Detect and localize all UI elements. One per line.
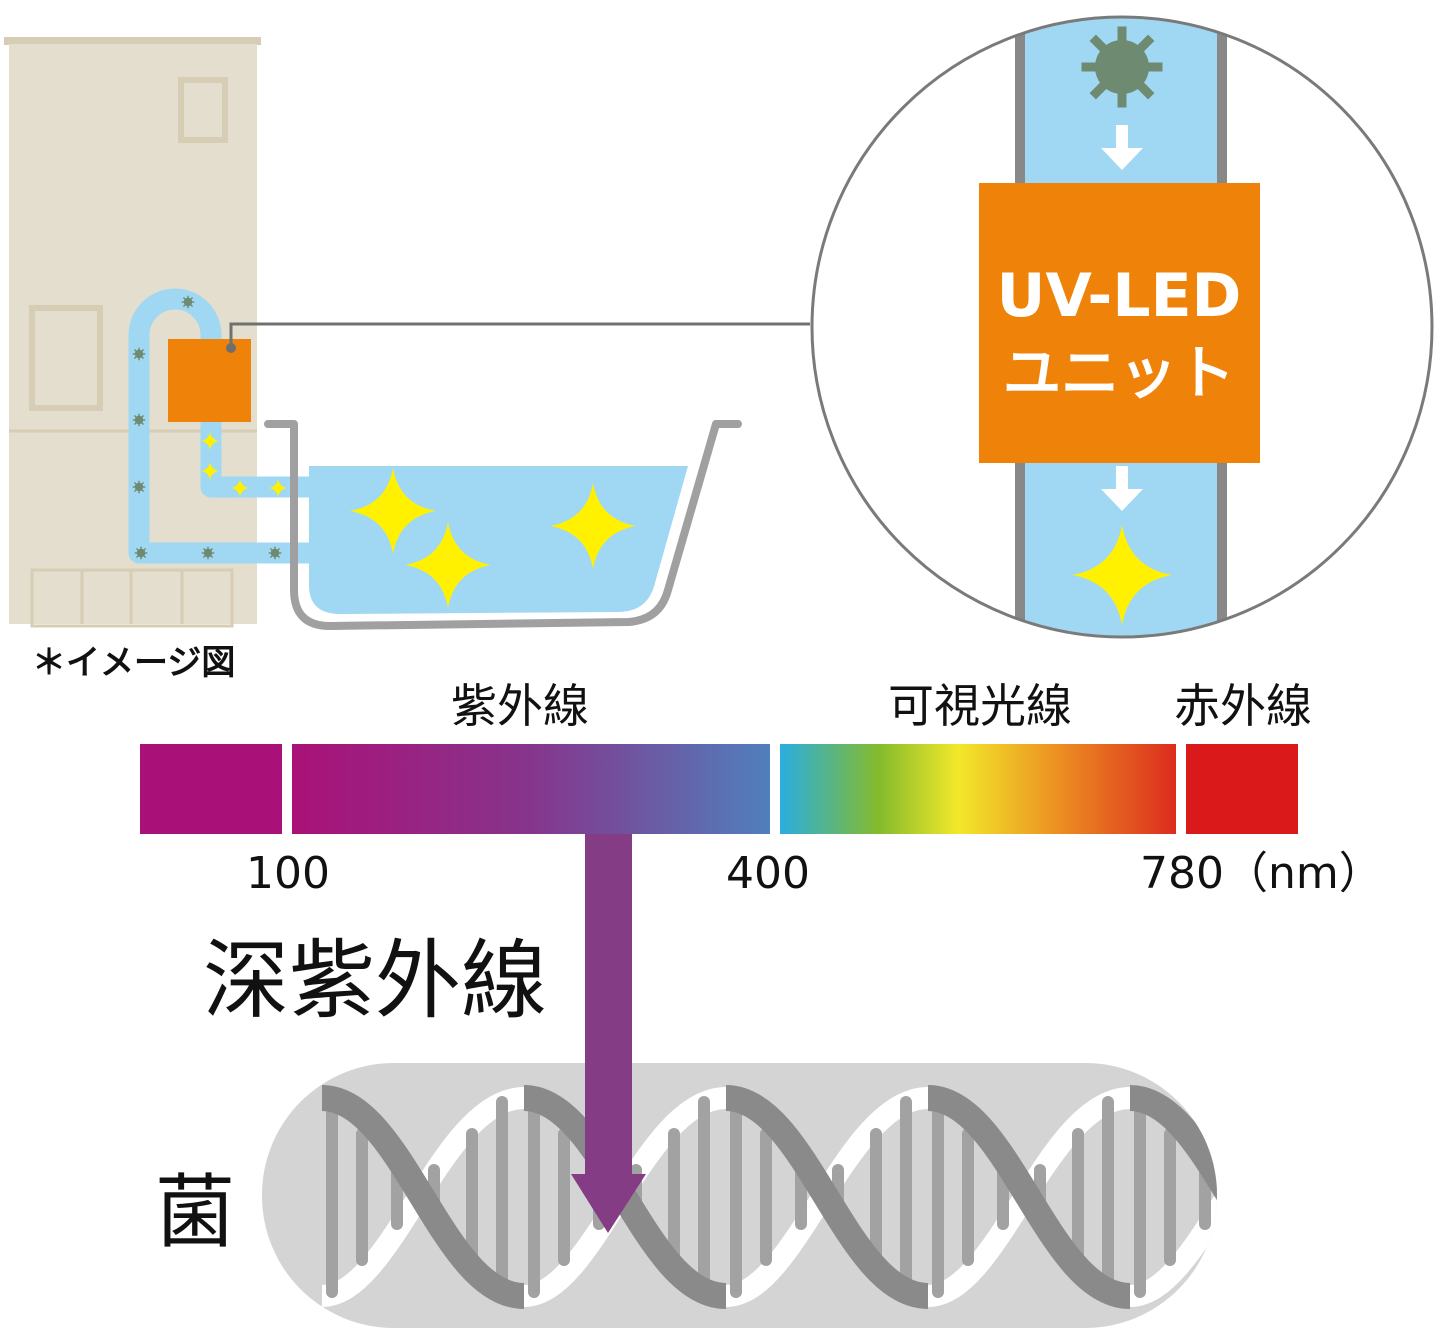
house-base-panels <box>30 568 234 628</box>
uv-led-unit-small <box>168 339 251 422</box>
dna-front-strand <box>926 1085 1132 1309</box>
spectrum-segment-uv <box>292 744 770 834</box>
dna-double-helix <box>320 1085 1217 1309</box>
dna-front-strand <box>1128 1085 1217 1309</box>
band-label-visible: 可視光線 <box>888 679 1072 733</box>
tick-label-400: 400 <box>726 848 810 899</box>
arrow-down-icon <box>1101 125 1143 511</box>
magnified-view: UV-LED ユニット <box>810 15 1434 639</box>
germ-icon <box>1082 27 1163 108</box>
uv-led-unit-label-line1: UV-LED <box>997 261 1242 331</box>
image-caption: ＊イメージ図 <box>32 643 235 683</box>
spectrum-bar <box>140 744 1298 834</box>
house-window-left <box>29 305 103 411</box>
band-label-infrared: 赤外線 <box>1174 679 1312 733</box>
deep-uv-label: 深紫外線 <box>203 931 547 1031</box>
deep-uv-arrow <box>571 834 646 1233</box>
spectrum-segment-infrared <box>1186 744 1298 834</box>
tick-label-780: 780（nm） <box>1140 848 1383 899</box>
house-window-top <box>178 77 228 143</box>
dna-front-strand <box>724 1085 930 1309</box>
bacteria-label: 菌 <box>155 1166 235 1259</box>
bacteria-illustration <box>262 1063 1217 1328</box>
band-label-uv: 紫外線 <box>451 679 589 733</box>
connector-line <box>229 322 810 348</box>
uv-led-unit-label-line2: ユニット <box>1003 339 1235 407</box>
spectrum-segment-far-uv <box>140 744 282 834</box>
dna-front-strand <box>320 1085 526 1309</box>
tick-label-100: 100 <box>246 848 330 899</box>
spectrum-segment-visible <box>780 744 1176 834</box>
dna-back-strand <box>1128 1087 1217 1307</box>
bathtub <box>264 420 742 630</box>
uv-led-unit-large <box>979 183 1260 463</box>
